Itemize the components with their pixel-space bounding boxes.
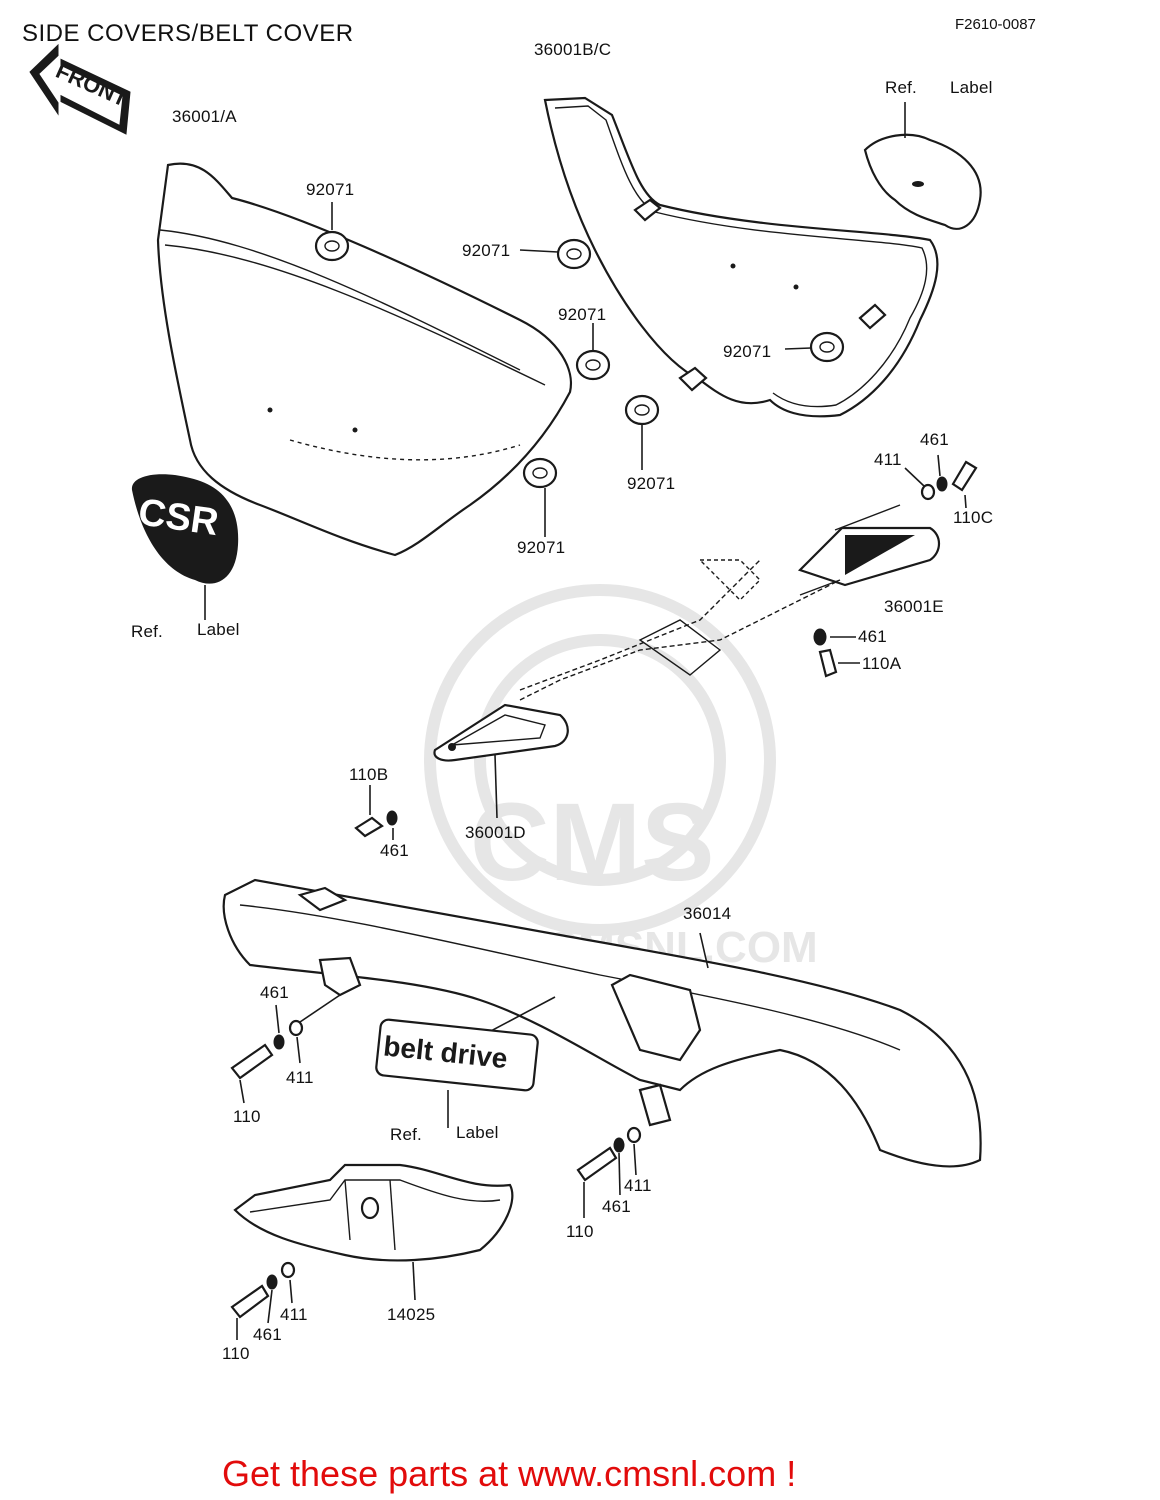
label-411-b: 411 [280, 1305, 308, 1324]
label-110-l: 110 [233, 1107, 261, 1126]
label-ref-top: Ref. [885, 78, 917, 97]
label-461-lb: 461 [380, 841, 409, 860]
label-36001A: 36001/A [172, 107, 237, 126]
footer-link[interactable]: Get these parts at www.cmsnl.com ! [222, 1453, 797, 1494]
figure-code: F2610-0087 [955, 16, 1036, 33]
label-92071-c: 92071 [558, 305, 607, 324]
label-36001E: 36001E [884, 597, 944, 616]
bracket-36001D [433, 703, 569, 819]
label-461-mid: 461 [858, 627, 887, 646]
label-36001BC: 36001B/C [534, 40, 612, 59]
belt-drive-label: belt drive [375, 1018, 539, 1128]
left-side-cover [156, 162, 572, 557]
belt-cover [222, 878, 982, 1168]
label-110C: 110C [953, 508, 994, 527]
label-110-r: 110 [566, 1222, 594, 1241]
label-92071-f: 92071 [517, 538, 566, 557]
front-arrow: FRONT [29, 43, 132, 135]
label-ref-bottom: Ref. [390, 1125, 422, 1144]
label-110B: 110B [349, 765, 389, 784]
label-110A: 110A [862, 654, 902, 673]
label-461-top: 461 [920, 430, 949, 449]
label-411-l: 411 [286, 1068, 314, 1087]
top-right-label [863, 102, 982, 230]
diagram-title: SIDE COVERS/BELT COVER [22, 20, 354, 47]
label-92071-a: 92071 [306, 180, 355, 199]
label-92071-b: 92071 [462, 241, 511, 260]
label-label-top: Label [950, 78, 993, 97]
label-110-b: 110 [222, 1344, 250, 1363]
fasteners-upper [354, 454, 978, 840]
bracket-36001E [797, 504, 941, 596]
label-label-left: Label [197, 620, 240, 639]
label-461-l: 461 [260, 983, 289, 1002]
label-411-r: 411 [624, 1176, 652, 1195]
label-411-top: 411 [874, 450, 902, 469]
label-36014: 36014 [683, 904, 732, 923]
grommets [314, 202, 845, 537]
label-461-b: 461 [253, 1325, 282, 1344]
label-92071-d: 92071 [723, 342, 772, 361]
watermark-logo: CMS [470, 781, 714, 904]
label-36001D: 36001D [465, 823, 526, 842]
label-label-bottom: Label [456, 1123, 499, 1142]
label-92071-e: 92071 [627, 474, 676, 493]
fasteners-lower [230, 994, 642, 1340]
watermark: CMS WWW.CMSNL.COM [412, 584, 818, 972]
csr-badge: CSR [131, 474, 239, 620]
label-14025: 14025 [387, 1305, 436, 1324]
label-461-r: 461 [602, 1197, 631, 1216]
label-ref-left: Ref. [131, 622, 163, 641]
lower-guard [233, 1163, 514, 1301]
frame-outline [519, 559, 841, 701]
